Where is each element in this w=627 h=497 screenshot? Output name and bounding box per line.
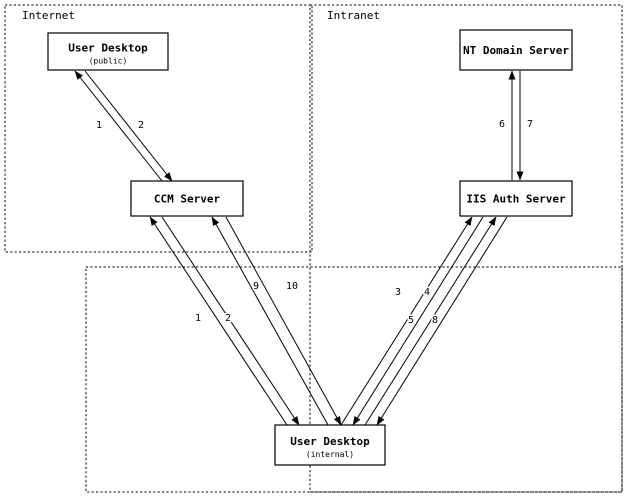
flow-step-label-flow-1-public: 1 <box>96 120 102 131</box>
flow-step-label-flow-2-public: 2 <box>138 120 144 131</box>
flow-step-label-halo-flow-1-internal: 1 <box>195 313 201 324</box>
flow-arrow-flow-10 <box>225 216 342 426</box>
node-title-user-desktop-internal: User Desktop <box>290 435 370 448</box>
flow-step-label-halo-flow-2-internal: 2 <box>225 313 231 324</box>
flow-step-label-halo-flow-2-public: 2 <box>138 120 144 131</box>
flows-layer <box>74 70 524 426</box>
zone-internal <box>85 266 623 493</box>
flow-step-label-flow-9: 9 <box>253 281 259 292</box>
node-box-iis-auth-server <box>459 180 573 217</box>
flow-step-label-flow-4: 4 <box>424 287 430 298</box>
nodes-layer: User Desktop (public) CCM Server NT Domain … <box>47 29 573 466</box>
flow-step-label-halo-flow-10: 10 <box>286 281 298 292</box>
flow-step-label-halo-flow-9: 9 <box>253 281 259 292</box>
flow-step-label-flow-10: 10 <box>286 281 298 292</box>
flow-arrow-flow-4 <box>352 216 484 426</box>
flow-arrow-flow-9 <box>211 216 329 426</box>
node-title-ccm-server: CCM Server <box>154 193 221 206</box>
node-ccm-server[interactable]: CCM Server <box>130 180 244 217</box>
flow-step-label-flow-6: 6 <box>499 119 505 130</box>
flow-step-label-flow-5: 5 <box>408 315 414 326</box>
zones-layer: Internet Intranet <box>4 4 623 493</box>
flow-step-label-halo-flow-7: 7 <box>527 119 533 130</box>
flow-step-label-halo-flow-8: 8 <box>432 315 438 326</box>
flow-arrow-flow-2-public <box>84 70 173 182</box>
flow-step-label-flow-1-internal: 1 <box>195 313 201 324</box>
flow-step-label-halo-flow-5: 5 <box>408 315 414 326</box>
node-title-nt-domain-server: NT Domain Server <box>463 44 569 57</box>
flow-arrow-flow-2-internal <box>161 216 300 426</box>
flow-arrow-flow-3 <box>340 216 473 426</box>
flow-step-label-halo-flow-1-public: 1 <box>96 120 102 131</box>
flow-arrow-flow-8 <box>376 216 508 426</box>
node-title-iis-auth-server: IIS Auth Server <box>466 193 566 206</box>
zone-label-internet: Internet <box>22 9 75 22</box>
node-box-ccm-server <box>130 180 244 217</box>
node-title-user-desktop-public: User Desktop <box>68 42 148 55</box>
flow-step-label-flow-7: 7 <box>527 119 533 130</box>
flow-step-label-halo-flow-4: 4 <box>424 287 430 298</box>
node-iis-auth-server[interactable]: IIS Auth Server <box>459 180 573 217</box>
node-subtitle-user-desktop-public: (public) <box>89 57 128 66</box>
node-nt-domain-server[interactable]: NT Domain Server <box>459 29 573 71</box>
zone-label-intranet: Intranet <box>327 9 380 22</box>
node-box-nt-domain-server <box>459 29 573 71</box>
node-subtitle-user-desktop-internal: (internal) <box>306 450 354 459</box>
flow-step-label-halo-flow-6: 6 <box>499 119 505 130</box>
node-user-desktop-internal[interactable]: User Desktop (internal) <box>274 424 386 466</box>
flow-arrow-flow-1-internal <box>149 216 288 426</box>
flow-step-label-flow-3: 3 <box>395 287 401 298</box>
flow-arrow-flow-5 <box>364 216 497 426</box>
flow-step-label-halo-flow-3: 3 <box>395 287 401 298</box>
node-box-user-desktop-internal <box>274 424 386 466</box>
flow-arrow-flow-1-public <box>74 70 163 182</box>
flow-step-label-flow-2-internal: 2 <box>225 313 231 324</box>
flow-step-label-flow-8: 8 <box>432 315 438 326</box>
node-box-user-desktop-public <box>47 32 169 71</box>
node-user-desktop-public[interactable]: User Desktop (public) <box>47 32 169 71</box>
